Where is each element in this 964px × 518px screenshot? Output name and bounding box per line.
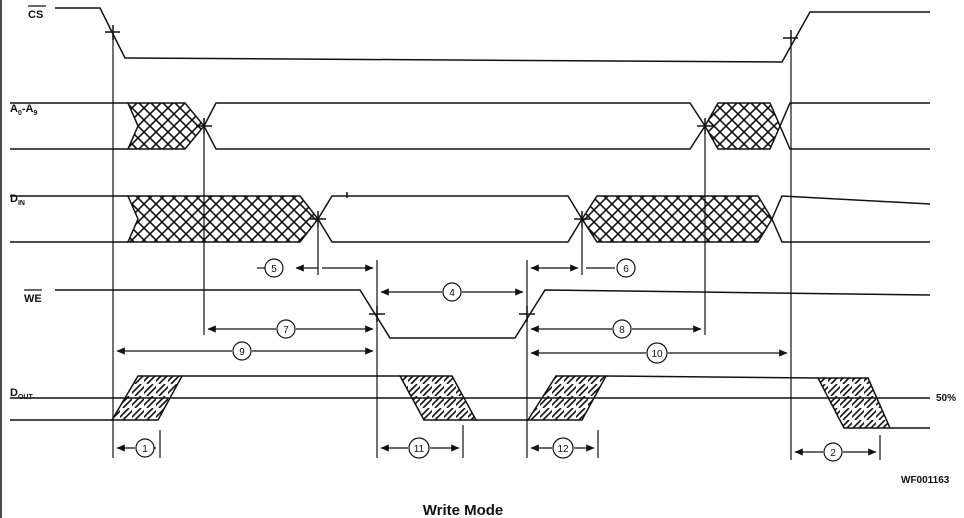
reference-code: WF001163 xyxy=(901,475,950,486)
data-out-waveform xyxy=(10,375,930,429)
cs-waveform xyxy=(55,7,930,63)
marker-9: 9 xyxy=(239,347,245,358)
timing-interval-11 xyxy=(380,437,460,459)
data-in-label: DIN xyxy=(10,193,25,207)
we-waveform xyxy=(55,289,931,339)
timing-interval-1 xyxy=(116,438,157,458)
marker-10: 10 xyxy=(651,349,663,360)
cs-label: CS xyxy=(28,9,43,21)
address-waveform xyxy=(10,102,930,150)
marker-7: 7 xyxy=(283,325,289,336)
address-label: A0-A9 xyxy=(10,103,37,117)
marker-11: 11 xyxy=(414,444,425,455)
reference-lines xyxy=(112,32,881,460)
timing-interval-8 xyxy=(530,319,702,339)
marker-5: 5 xyxy=(271,264,277,275)
timing-interval-10 xyxy=(530,342,788,364)
marker-12: 12 xyxy=(557,444,569,455)
timing-interval-5 xyxy=(257,258,374,278)
marker-8: 8 xyxy=(619,325,625,336)
marker-6: 6 xyxy=(623,264,629,275)
timing-interval-6 xyxy=(530,258,636,278)
timing-interval-4 xyxy=(380,282,524,302)
timing-interval-2 xyxy=(794,442,877,462)
we-label: WE xyxy=(24,293,42,305)
timing-interval-7 xyxy=(207,319,374,339)
data-in-waveform xyxy=(10,192,931,243)
marker-1: 1 xyxy=(142,444,148,455)
diagram-caption: Write Mode xyxy=(423,502,504,518)
marker-2: 2 xyxy=(830,448,836,459)
data-out-label: DOUT xyxy=(10,387,33,401)
timing-interval-12 xyxy=(530,437,595,459)
fifty-percent-label: 50% xyxy=(936,393,956,404)
timing-interval-9 xyxy=(116,341,374,361)
marker-4: 4 xyxy=(449,288,455,299)
